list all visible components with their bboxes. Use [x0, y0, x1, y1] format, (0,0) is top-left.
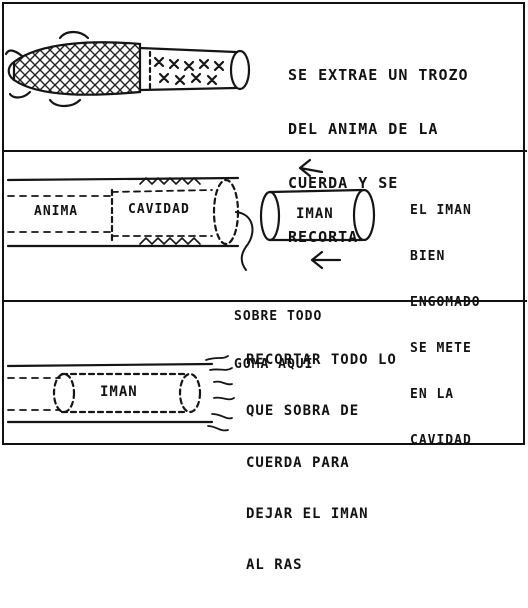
- note-line: CAVIDAD: [410, 432, 472, 448]
- note-line: EN LA: [410, 386, 455, 402]
- step-3-note: RECORTAR TODO LO QUE SOBRA DE CUERDA PAR…: [246, 318, 397, 608]
- rope-sketch-step-2: [6, 158, 376, 271]
- note-line: ENGOMADO: [410, 294, 481, 310]
- rope-sketch-step-1: [4, 30, 251, 108]
- rope-sketch-step-3: [6, 355, 235, 432]
- note-line: SE METE: [410, 340, 472, 356]
- divider-bottom-panel: [2, 300, 527, 302]
- note-line: BIEN: [410, 248, 446, 264]
- note-line: CUERDA Y SE: [288, 174, 399, 192]
- note-line: CUERDA PARA: [246, 454, 350, 471]
- step-1-note: SE EXTRAE UN TROZO DEL ANIMA DE LA CUERD…: [288, 30, 469, 282]
- label-cavity: CAVIDAD: [128, 202, 190, 217]
- note-line: AL RAS: [246, 557, 303, 574]
- note-line: SOBRE TODO: [234, 308, 323, 324]
- note-line: QUE SOBRA DE: [246, 403, 360, 420]
- frame-bottom: [2, 443, 525, 445]
- note-line: DEL ANIMA DE LA: [288, 120, 439, 138]
- frame-right: [523, 2, 525, 445]
- note-line: RECORTAR TODO LO: [246, 352, 397, 369]
- frame-left: [2, 2, 4, 445]
- label-magnet-step-3: IMAN: [100, 384, 138, 400]
- note-line: GOMA AQUÍ: [234, 357, 314, 373]
- note-line: EL IMAN: [410, 202, 472, 218]
- note-line: DEJAR EL IMAN: [246, 505, 369, 522]
- step-2-note: EL IMAN BIEN ENGOMADO SE METE EN LA CAVI…: [410, 172, 481, 479]
- diagram-canvas: SE EXTRAE UN TROZO DEL ANIMA DE LA CUERD…: [0, 0, 528, 573]
- glue-note: SOBRE TODO GOMA AQUÍ: [234, 276, 322, 406]
- divider-top-panel: [2, 150, 527, 152]
- sketch-layer: [4, 30, 376, 432]
- note-line: SE EXTRAE UN TROZO: [288, 66, 469, 84]
- frame-top: [2, 2, 525, 4]
- label-core: ANIMA: [34, 204, 79, 219]
- note-line: RECORTA: [288, 228, 359, 246]
- label-magnet: IMAN: [296, 206, 334, 222]
